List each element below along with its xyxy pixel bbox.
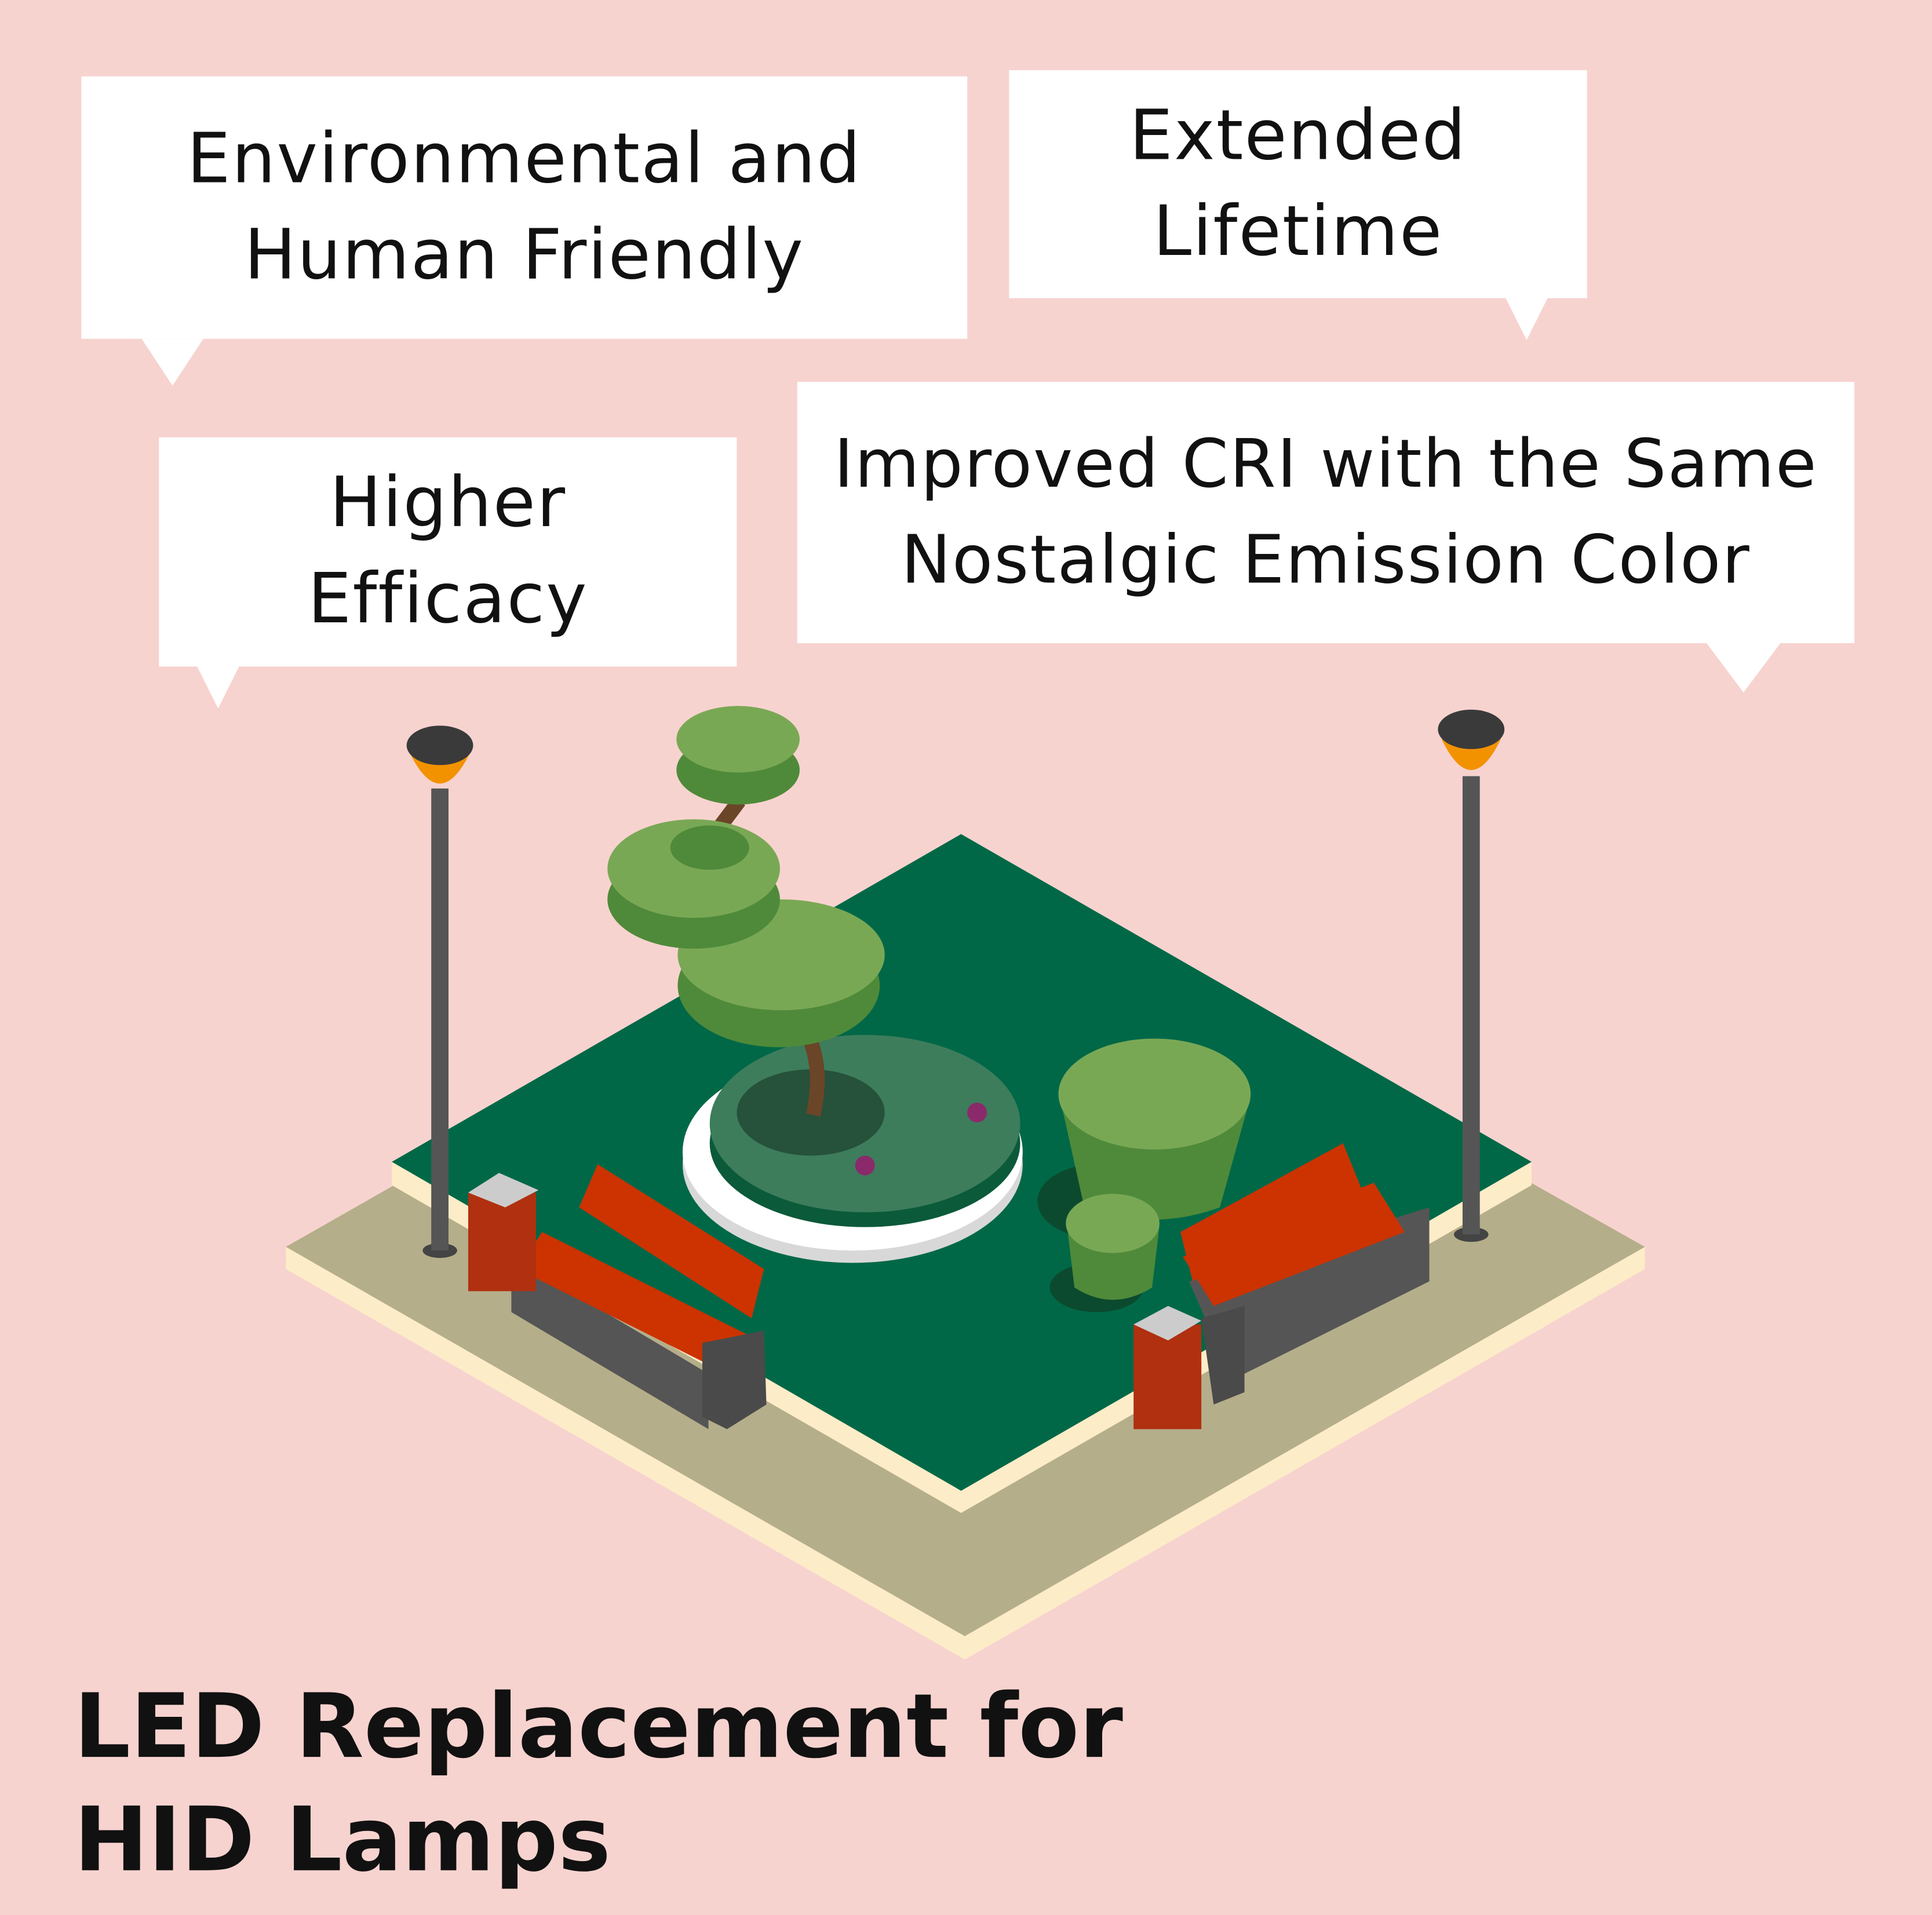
- callout-tail: [1706, 643, 1781, 692]
- callout-tail: [1505, 298, 1548, 340]
- callout-text: Lifetime: [1153, 191, 1443, 272]
- callout-text: Extended: [1129, 95, 1467, 176]
- tree: [607, 706, 885, 1117]
- bench-right: [1133, 1143, 1430, 1429]
- callout-text: Environmental and: [187, 119, 862, 199]
- title-line: HID Lamps: [74, 1788, 611, 1891]
- callout-tail: [197, 666, 239, 709]
- callout-text: Efficacy: [308, 559, 588, 640]
- page-title: LED Replacement for HID Lamps: [74, 1669, 1123, 1896]
- callout-tail: [141, 338, 203, 386]
- fountain: [682, 1035, 1023, 1263]
- callout-text: Higher: [329, 463, 567, 544]
- bench-left: [468, 1164, 767, 1429]
- callout-text: Nostalgic Emission Color: [901, 521, 1751, 599]
- callout-text: Human Friendly: [244, 215, 805, 296]
- title-line: LED Replacement for: [74, 1674, 1123, 1778]
- callout-text: Improved CRI with the Same: [833, 425, 1818, 503]
- bushes: [1037, 1038, 1251, 1312]
- street-lamp-right: [1438, 709, 1505, 1242]
- street-lamp-left: [406, 725, 473, 1258]
